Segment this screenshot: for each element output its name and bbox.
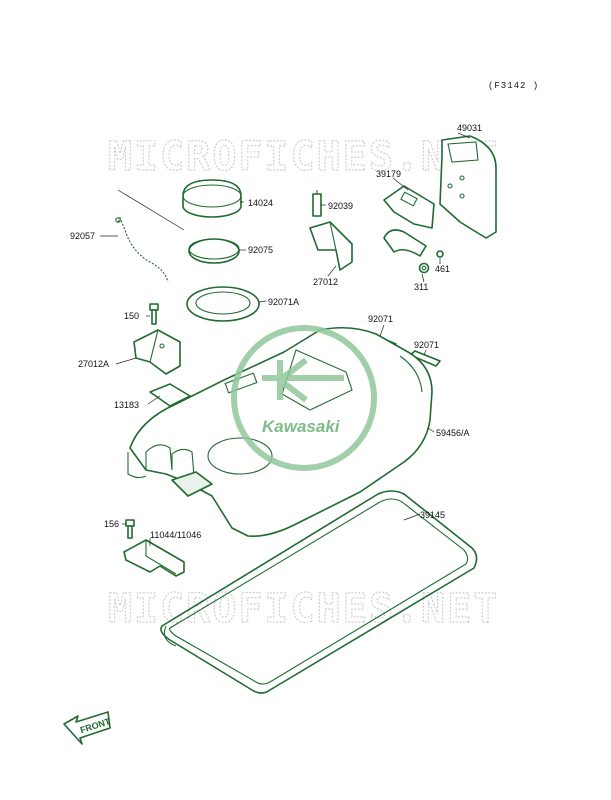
label-39145: 39145	[420, 510, 445, 520]
label-14024: 14024	[248, 198, 273, 208]
part-92071A-ring	[186, 286, 260, 322]
front-arrow: FRONT	[63, 711, 112, 745]
label-92057: 92057	[70, 231, 95, 241]
label-13183: 13183	[114, 400, 139, 410]
part-49031-cover	[439, 135, 497, 239]
part-311-nut	[418, 262, 430, 274]
part-27012-bracket	[309, 221, 353, 271]
label-92071-2: 92071	[414, 340, 439, 350]
label-92071A: 92071A	[268, 297, 299, 307]
part-14024-cap	[182, 179, 242, 218]
logo-text: Kawasaki	[262, 417, 341, 436]
part-92071-strip-2	[409, 350, 441, 367]
label-150: 150	[124, 311, 139, 321]
part-27012A-bracket	[133, 329, 181, 375]
label-92039: 92039	[328, 201, 353, 211]
watermark-bottom: MICROFICHES.NET	[108, 586, 499, 632]
label-59456A: 59456/A	[436, 428, 470, 438]
part-39145-trim	[160, 490, 478, 694]
part-39179-bracket	[383, 185, 435, 257]
kawasaki-logo: Kawasaki	[231, 325, 377, 471]
watermark-top: MICROFICHES.NET	[108, 134, 499, 180]
part-461-screw	[436, 250, 444, 258]
label-49031: 49031	[457, 123, 482, 133]
part-92057-chain	[115, 216, 169, 283]
label-92075: 92075	[248, 245, 273, 255]
label-39179: 39179	[376, 169, 401, 179]
part-13183-plate	[149, 383, 191, 407]
figure-code: (F3142 )	[488, 81, 539, 91]
part-92039-pin	[312, 190, 322, 217]
label-27012A: 27012A	[78, 359, 109, 369]
part-150-bolt	[149, 303, 159, 325]
part-59456A-main-cover	[127, 326, 433, 538]
leader-lines	[100, 132, 471, 546]
label-11044-11046: 11044/11046	[150, 530, 201, 540]
label-311: 311	[414, 282, 428, 292]
part-156-bolt	[125, 519, 135, 539]
label-92071-1: 92071	[368, 314, 393, 324]
label-461: 461	[435, 264, 450, 274]
part-labels: 49031 39179 14024 92039 92057 92075 2701…	[70, 123, 482, 540]
part-92075-gasket	[188, 238, 240, 264]
label-27012: 27012	[313, 277, 338, 287]
label-156: 156	[104, 519, 119, 529]
part-11044-handle	[123, 539, 185, 577]
